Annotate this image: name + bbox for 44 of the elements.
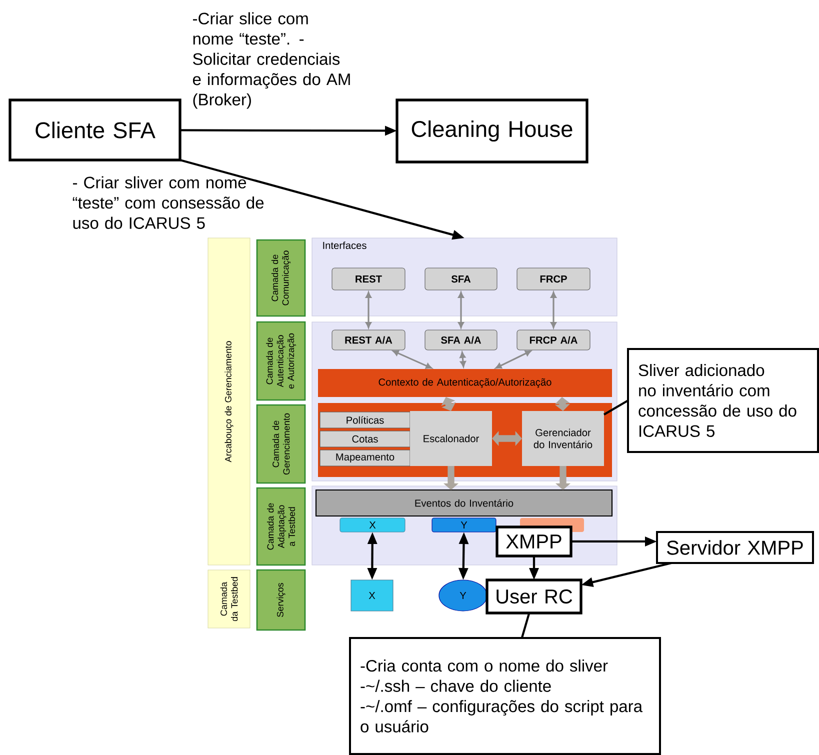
module-box: Gerenciador do Inventário bbox=[522, 411, 604, 466]
module-box: FRCP A/A bbox=[516, 330, 590, 350]
edge-label: -Criar slice com nome “teste”. -Solicitar credenciais e informações do AM (Broker) bbox=[192, 12, 350, 109]
layer-band: Arcabouço de Gerenciamento bbox=[208, 238, 250, 566]
note-box: -Cria conta com o nome do sliver -~/.ssh – chave do cliente -~/.omf – configurações do script para o usuário bbox=[349, 637, 661, 755]
arrow bbox=[441, 397, 456, 411]
arrow bbox=[550, 292, 556, 328]
module-box: SFA A/A bbox=[424, 330, 498, 350]
process-box: Cliente SFA bbox=[8, 98, 182, 162]
edge-label: - Criar sliver com nome “teste” com consessão de uso do ICARUS 5 bbox=[72, 176, 264, 229]
module-box: Escalonador bbox=[410, 411, 492, 466]
arrow bbox=[492, 430, 522, 446]
arrow bbox=[460, 352, 466, 368]
layer-band: Camada de Comunicação bbox=[256, 239, 306, 317]
layer-band: Camada de Gerenciamento bbox=[256, 404, 306, 484]
leader-line bbox=[603, 400, 629, 416]
module-box: Mapeamento bbox=[320, 450, 410, 466]
module-box: SFA bbox=[424, 268, 498, 290]
adapter-box: Y bbox=[432, 518, 496, 532]
event-bar: Eventos do Inventário bbox=[315, 489, 613, 517]
module-box: Políticas bbox=[320, 412, 410, 428]
process-box: XMPP bbox=[496, 526, 572, 558]
arrow bbox=[392, 350, 432, 369]
layer-band: Camada de Adaptação a Testbed bbox=[256, 487, 306, 566]
note-box: Sliver adicionado no inventário com concessão de uso do ICARUS 5 bbox=[627, 348, 819, 453]
service-box: X bbox=[350, 580, 394, 612]
module-box: FRCP bbox=[516, 268, 590, 290]
leader-line bbox=[520, 612, 530, 638]
process-box: Servidor XMPP bbox=[656, 531, 814, 564]
layer-band: Camada da Testbed bbox=[208, 570, 250, 628]
layer-band: Camada de Autenticação e Autorização bbox=[256, 321, 306, 401]
arrow bbox=[458, 292, 464, 328]
module-box: Cotas bbox=[320, 430, 410, 448]
process-box: User RC bbox=[486, 578, 582, 614]
layer-band: Serviços bbox=[256, 569, 306, 631]
module-box: REST A/A bbox=[332, 330, 406, 350]
module-box: REST bbox=[332, 268, 406, 290]
arrow bbox=[495, 350, 532, 369]
context-bar: Contexto de Autenticação/Autorização bbox=[318, 369, 612, 397]
arrow bbox=[554, 397, 570, 411]
node-label: Escalonador bbox=[424, 434, 479, 442]
arrow bbox=[366, 292, 372, 328]
adapter-box: X bbox=[340, 518, 406, 532]
process-box: Cleaning House bbox=[396, 98, 588, 164]
